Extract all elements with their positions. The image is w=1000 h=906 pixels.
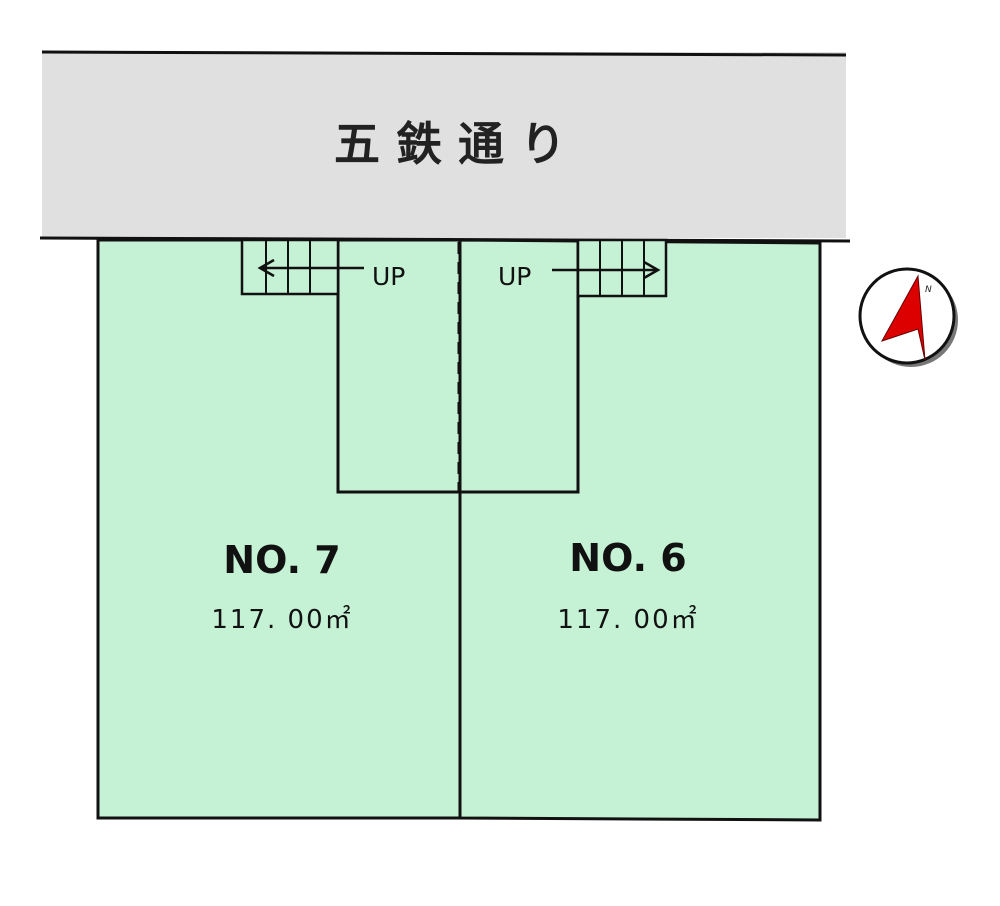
lot-6-number: NO. 6 <box>569 536 686 580</box>
lot-7-parcel <box>96 238 462 820</box>
lot-6-labels: NO. 6 117. 00㎡ <box>557 536 698 635</box>
lot-7-area: 117. 00㎡ <box>211 605 352 635</box>
stairs-left-up-label: UP <box>372 262 405 291</box>
lot-7-number: NO. 7 <box>223 538 340 582</box>
stairs-right-arrowhead <box>643 260 661 280</box>
road-surface <box>42 52 846 238</box>
lot-6-parcel <box>458 238 822 822</box>
shared-driveway <box>336 240 580 494</box>
lot-6-area: 117. 00㎡ <box>557 605 698 635</box>
lot-7-labels: NO. 7 117. 00㎡ <box>211 538 352 635</box>
stairs-left: UP <box>240 238 405 296</box>
road: 五鉄通り <box>39 50 851 243</box>
road-name: 五鉄通り <box>334 117 582 171</box>
stairs-left-arrowhead <box>257 258 275 278</box>
north-arrow-icon <box>880 274 926 361</box>
stairs-right-up-label: UP <box>498 262 531 291</box>
compass-north-label: N <box>925 285 932 295</box>
stairs-right: UP <box>498 238 668 298</box>
road-top-edge <box>41 50 847 57</box>
compass: N <box>858 267 958 367</box>
